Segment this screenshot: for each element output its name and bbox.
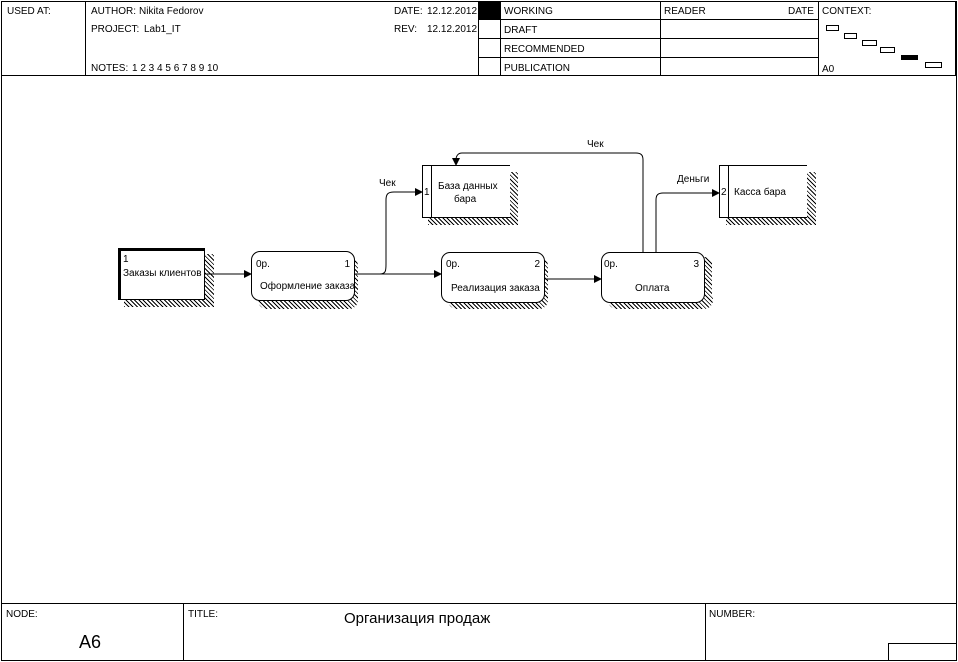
rev-value: 12.12.2012 (427, 24, 478, 35)
entity-name: Заказы клиентов (123, 268, 202, 279)
project-value: Lab1_IT (144, 24, 181, 35)
context-box (862, 40, 877, 46)
author-label: AUTHOR: (91, 6, 136, 17)
process-number: 2 (534, 259, 540, 270)
rev-label: REV: (394, 24, 417, 35)
process-number: 3 (693, 259, 699, 270)
process-name: Оформление заказа (260, 281, 356, 292)
context-node: A0 (822, 64, 835, 75)
context-box (880, 47, 895, 53)
store-name: Касса бара (734, 187, 786, 198)
arrow-money-to-cash (655, 189, 720, 252)
arrow-check-to-db (379, 188, 423, 275)
status-recommended: RECOMMENDED (504, 44, 585, 55)
header-divider (85, 1, 86, 76)
entity-number: 1 (123, 254, 129, 265)
external-entity-orders[interactable]: 1 Заказы клиентов (118, 248, 205, 300)
context-box (925, 62, 942, 68)
arrow-label-check-top: Чек (587, 139, 604, 150)
node-label: NODE: (6, 609, 38, 620)
blank-area (10, 252, 118, 292)
blank-area (712, 263, 956, 297)
store-name-line1: База данных (438, 181, 498, 192)
arrow-label-check: Чек (379, 178, 396, 189)
footer-top-line (1, 603, 957, 604)
store-inner-line (431, 166, 432, 217)
notes-label: NOTES: (91, 63, 129, 74)
footer-divider (183, 603, 184, 661)
process-name: Реализация заказа (451, 283, 540, 294)
store-name-line2: бара (454, 194, 477, 205)
diagram-title: Организация продаж (344, 610, 491, 627)
context-box-current (901, 55, 918, 60)
used-at-label: USED AT: (7, 6, 51, 17)
context-box (826, 25, 839, 31)
footer-divider (705, 603, 706, 661)
process-cost: 0р. (604, 259, 618, 270)
notes-values: 1 2 3 4 5 6 7 8 9 10 (132, 63, 219, 74)
header-row-line (478, 38, 818, 39)
header-row-line (478, 57, 818, 58)
status-draft: DRAFT (504, 25, 538, 36)
process-cost: 0р. (256, 259, 270, 270)
arrow-check-top-to-db (452, 152, 644, 252)
reader-date-label: DATE (788, 6, 814, 17)
data-store-db[interactable]: 1 База данных бара (422, 165, 510, 218)
project-label: PROJECT: (91, 24, 140, 35)
header-bottom-line (1, 75, 957, 76)
header-divider (818, 1, 819, 76)
title-label: TITLE: (188, 609, 219, 620)
store-number: 2 (721, 187, 727, 198)
working-marker (479, 2, 500, 19)
date-value: 12.12.2012 (427, 6, 478, 17)
data-store-cash[interactable]: 2 Касса бара (719, 165, 807, 218)
store-inner-line (728, 166, 729, 217)
number-label: NUMBER: (709, 609, 756, 620)
header-row-line (478, 19, 818, 20)
process-cost: 0р. (446, 259, 460, 270)
status-publication: PUBLICATION (504, 63, 570, 74)
date-label: DATE: (394, 6, 423, 17)
process-1[interactable]: 0р. 1 Оформление заказа (251, 251, 355, 301)
store-number: 1 (424, 187, 430, 198)
context-label: CONTEXT: (822, 6, 872, 17)
process-name: Оплата (635, 283, 670, 294)
reader-label: READER (664, 6, 706, 17)
node-value: A6 (79, 632, 102, 652)
process-3[interactable]: 0р. 3 Оплата (601, 252, 705, 303)
process-number: 1 (344, 259, 350, 270)
process-2[interactable]: 0р. 2 Реализация заказа (441, 252, 545, 303)
status-working: WORKING (504, 6, 553, 17)
author-value: Nikita Fedorov (139, 6, 204, 17)
number-corner-box (888, 643, 956, 661)
context-box (844, 33, 857, 39)
arrow-label-money: Деньги (677, 174, 710, 185)
